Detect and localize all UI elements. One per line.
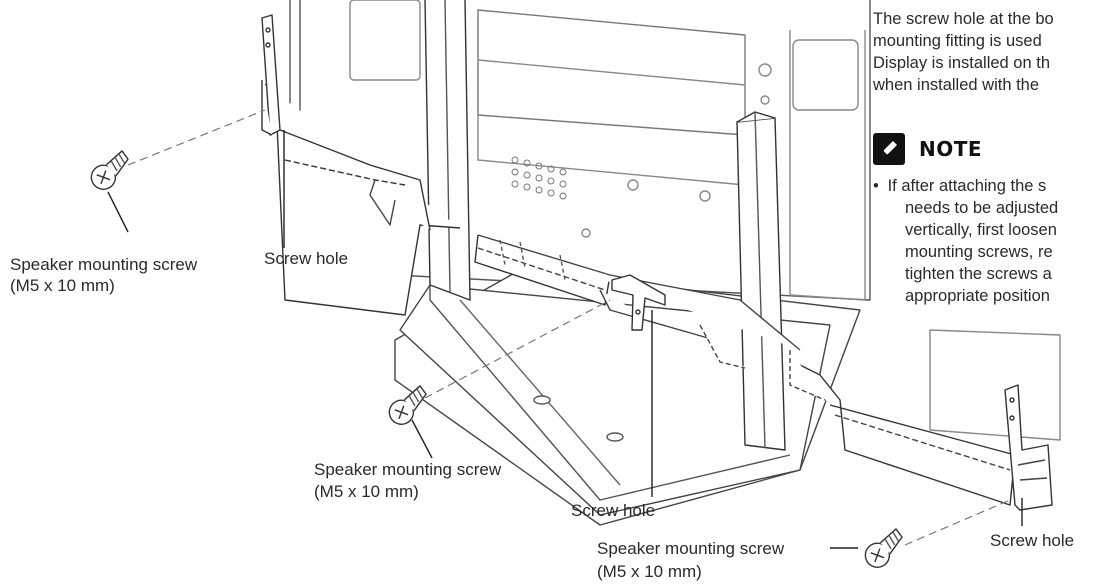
note-line: appropriate position: [905, 287, 1050, 305]
note-line: vertically, first loosen: [905, 221, 1057, 239]
label-screw-bottom: Speaker mounting screw: [597, 539, 785, 558]
label-hole-center: Screw hole: [571, 501, 656, 520]
stand: [394, 0, 861, 526]
side-description: The screw hole at the bo mounting fittin…: [873, 8, 1106, 96]
alignment-lines: [127, 109, 1011, 546]
label-screw-left: Speaker mounting screw: [10, 255, 198, 274]
label-screw-left-size: (M5 x 10 mm): [10, 276, 115, 295]
note-line: needs to be adjusted: [905, 199, 1059, 217]
note-heading: NOTE: [873, 131, 982, 167]
pencil-icon: [873, 133, 905, 165]
side-line: Display is installed on th: [873, 54, 1051, 72]
label-screw-center: Speaker mounting screw: [314, 460, 502, 479]
side-line: mounting fitting is used: [873, 32, 1042, 50]
note-text: If after attaching the s: [887, 177, 1047, 195]
bracket-left: [261, 14, 281, 136]
note-line: • If after attaching the s: [873, 175, 1106, 197]
side-line: when installed with the: [873, 76, 1040, 94]
note-line: mounting screws, re: [905, 243, 1053, 261]
label-screw-center-size: (M5 x 10 mm): [314, 482, 419, 501]
note-title: NOTE: [919, 137, 983, 161]
label-hole-right: Screw hole: [990, 531, 1075, 550]
side-line: The screw hole at the bo: [873, 10, 1054, 28]
bracket-right: [1004, 384, 1053, 511]
screw-left-icon: [90, 150, 129, 190]
screw-bottom-icon: [864, 528, 903, 568]
bullet: •: [873, 177, 879, 195]
label-screw-bottom-size: (M5 x 10 mm): [597, 562, 702, 581]
bracket-center: [611, 274, 666, 331]
leader-lines: [107, 130, 1023, 549]
label-hole-left: Screw hole: [264, 249, 349, 268]
note-line: tighten the screws a: [905, 265, 1052, 283]
speaker-bar: [264, 79, 1016, 506]
screw-center-icon: [388, 385, 427, 425]
note-body: • If after attaching the s needs to be a…: [873, 175, 1106, 307]
